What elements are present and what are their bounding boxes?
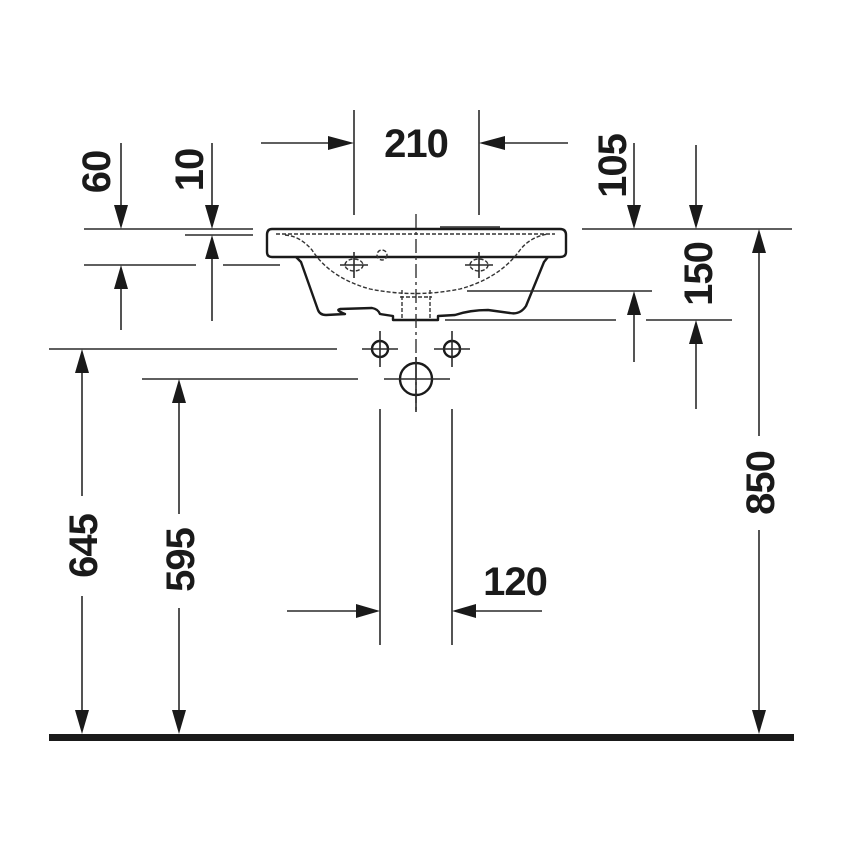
washbasin (265, 214, 568, 412)
dim-label-120: 120 (483, 560, 547, 604)
dim-left-60: 60 (75, 143, 253, 330)
basin-rim (265, 227, 568, 259)
overflow-hole (376, 249, 388, 261)
arrow-up-icon (172, 379, 186, 403)
dim-tap-spacing: 210 (261, 110, 568, 215)
dim-label-10: 10 (168, 149, 212, 192)
bowl-inner-curve (284, 233, 549, 295)
dim-label-645: 645 (62, 513, 106, 577)
dim-supply-height-645: 645 (49, 348, 337, 734)
arrow-down-icon (205, 205, 219, 229)
dim-right-105: 105 (582, 133, 792, 230)
dim-rim-height-850: 850 (739, 229, 783, 734)
arrow-left-icon (479, 136, 505, 150)
dim-supply-spacing-120: 120 (287, 409, 548, 645)
dim-label-595: 595 (159, 527, 203, 591)
dim-label-150: 150 (677, 242, 721, 306)
arrow-down-icon (114, 205, 128, 229)
arrow-down-icon (689, 205, 703, 229)
dim-label-60: 60 (75, 151, 119, 194)
arrow-right-icon (328, 136, 354, 150)
arrow-up-icon (752, 229, 766, 253)
arrow-right-icon (356, 604, 380, 618)
dim-waste-height-595: 595 (142, 378, 358, 734)
dim-right-150: 150 (445, 242, 732, 409)
arrow-up-icon (627, 291, 641, 315)
dim-label-850: 850 (739, 451, 783, 515)
arrow-up-icon (75, 349, 89, 373)
arrow-up-icon (689, 320, 703, 344)
arrow-down-icon (172, 710, 186, 734)
arrow-up-icon (114, 265, 128, 289)
dim-rim-10: 10 (168, 143, 280, 321)
arrow-down-icon (752, 710, 766, 734)
wall-connections (362, 331, 470, 412)
basin-body (295, 256, 549, 322)
arrow-down-icon (627, 205, 641, 229)
arrow-down-icon (75, 710, 89, 734)
dim-label-210: 210 (384, 122, 448, 166)
arrow-left-icon (452, 604, 476, 618)
arrow-up-icon (205, 235, 219, 259)
dim-label-105: 105 (591, 133, 635, 197)
floor-line (49, 734, 794, 741)
